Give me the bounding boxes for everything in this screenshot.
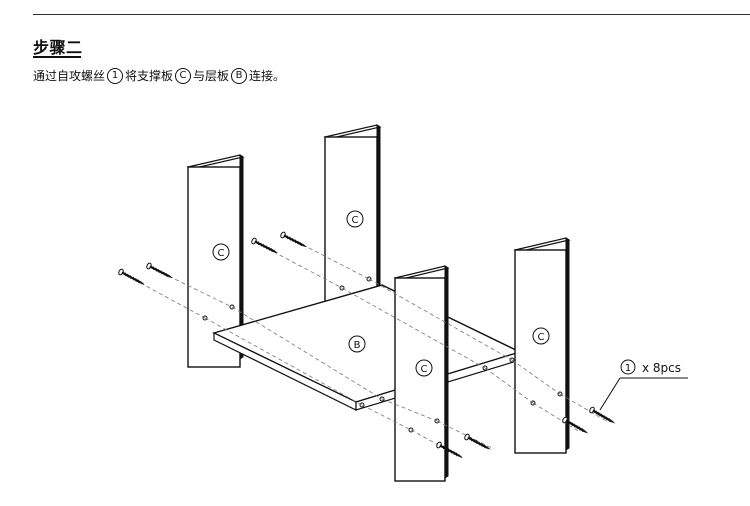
- instruction-part-2: 将支撑板: [125, 69, 174, 83]
- screw-marker: 1: [107, 67, 124, 84]
- parts-callout: 1 x 8pcs: [599, 359, 688, 411]
- back-right-support-panel: C: [323, 124, 382, 308]
- callout-quantity: x 8pcs: [642, 361, 681, 375]
- screw-icon: [278, 230, 310, 252]
- support-marker: C: [175, 67, 192, 84]
- panel-label-circle: [212, 243, 230, 261]
- screw-icon: [116, 267, 148, 289]
- screw-icon: [462, 432, 494, 454]
- screw-icon: [144, 261, 176, 283]
- instruction-part-1: 通过自攻螺丝: [33, 69, 106, 83]
- panel-label-back-left: C: [218, 248, 225, 259]
- panel-label-front-right: C: [538, 332, 545, 343]
- callout-marker: 1: [625, 363, 631, 374]
- front-middle-support-panel: C: [393, 265, 450, 482]
- screw-icon: [249, 236, 281, 258]
- shelf-board: B: [212, 284, 522, 411]
- step-title-underline: [33, 56, 81, 58]
- instruction-part-4: 连接。: [249, 69, 286, 83]
- top-rule: [33, 14, 750, 15]
- step-title: 步骤二: [33, 38, 83, 57]
- instruction-part-3: 与层板: [193, 69, 230, 83]
- panel-label-front-middle: C: [421, 364, 428, 375]
- screw-icon: [587, 405, 618, 428]
- panel-label-back-right: C: [352, 215, 359, 226]
- shelf-marker: B: [231, 67, 248, 84]
- front-right-support-panel: C: [513, 237, 571, 454]
- panel-label-shelf: B: [354, 340, 361, 351]
